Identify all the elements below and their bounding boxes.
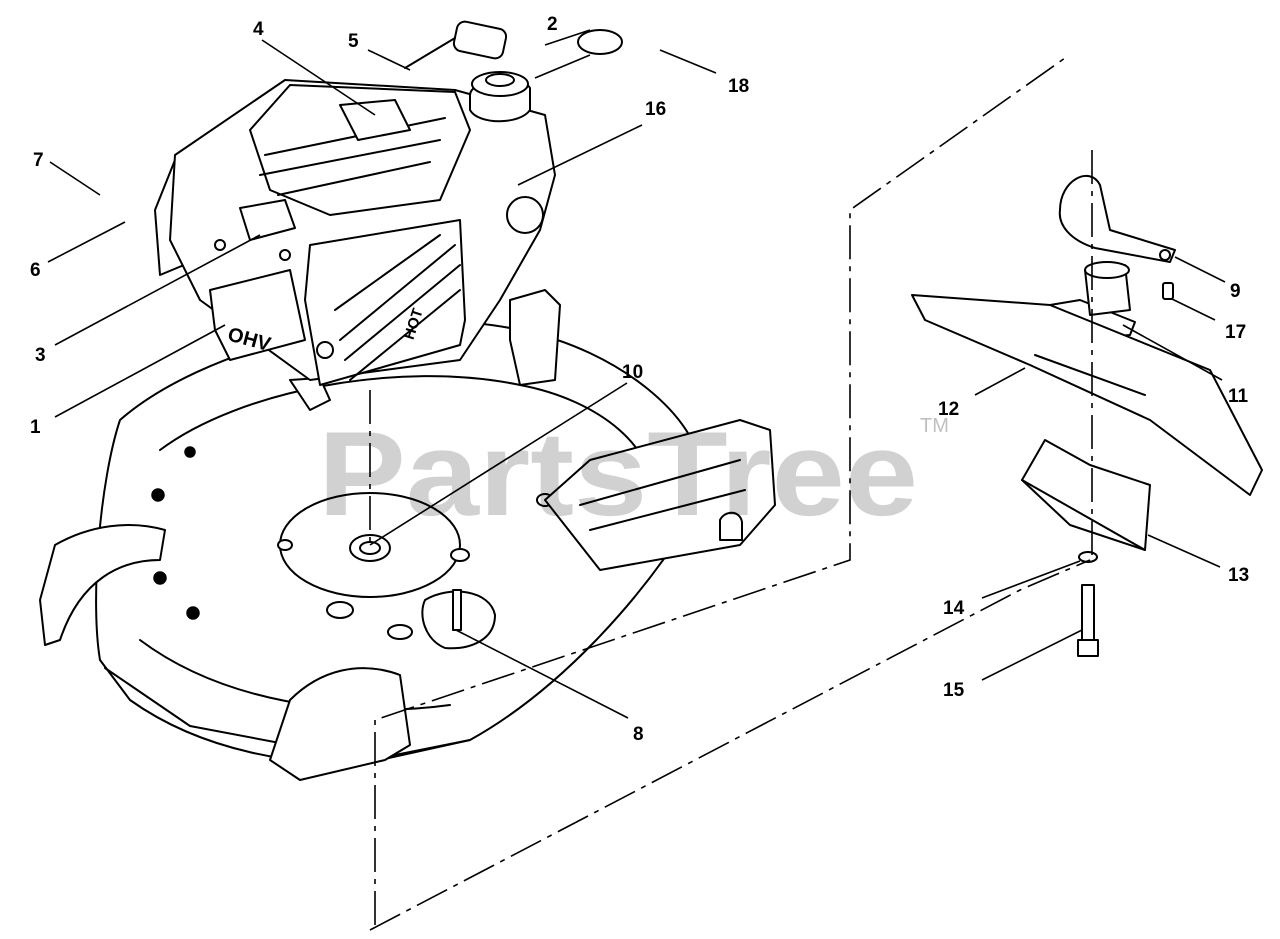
callout-9: 9 bbox=[1230, 281, 1241, 302]
callout-10: 10 bbox=[622, 362, 643, 383]
watermark-trademark: TM bbox=[920, 415, 949, 437]
callout-16: 16 bbox=[645, 99, 666, 120]
callout-13: 13 bbox=[1228, 565, 1249, 586]
callout-17: 17 bbox=[1225, 322, 1246, 343]
callout-2: 2 bbox=[547, 14, 558, 35]
blade-12 bbox=[911, 294, 1263, 496]
sail-13 bbox=[1021, 439, 1151, 551]
leader-lines bbox=[47, 29, 1226, 719]
decal-4-plate bbox=[339, 99, 411, 141]
callout-8: 8 bbox=[633, 724, 644, 745]
seal-18 bbox=[577, 29, 623, 55]
callout-4: 4 bbox=[253, 19, 264, 40]
engine: OHV HOT bbox=[154, 20, 623, 386]
callout-11: 11 bbox=[1228, 386, 1249, 407]
callouts: 1 2 3 4 5 6 7 8 9 10 11 12 13 14 15 16 1… bbox=[30, 14, 1249, 745]
callout-1: 1 bbox=[30, 417, 41, 438]
callout-3: 3 bbox=[35, 345, 46, 366]
assembly-line-left bbox=[374, 57, 1066, 925]
callout-12: 12 bbox=[938, 399, 959, 420]
decal-3-plate bbox=[239, 199, 296, 241]
blade-assembly bbox=[911, 174, 1263, 657]
watermark-text: PartsTree bbox=[318, 407, 918, 541]
callout-6: 6 bbox=[30, 260, 41, 281]
callout-15: 15 bbox=[943, 680, 965, 701]
screw-17 bbox=[1162, 282, 1174, 300]
callout-5: 5 bbox=[348, 31, 359, 52]
callout-7: 7 bbox=[33, 150, 44, 171]
callout-14: 14 bbox=[943, 598, 965, 619]
bolt-15 bbox=[1081, 584, 1095, 646]
callout-18: 18 bbox=[728, 76, 749, 97]
assembly-line-right bbox=[369, 559, 1091, 931]
retainer-9 bbox=[1058, 174, 1176, 263]
partstree-watermark: PartsTree TM bbox=[318, 407, 949, 541]
